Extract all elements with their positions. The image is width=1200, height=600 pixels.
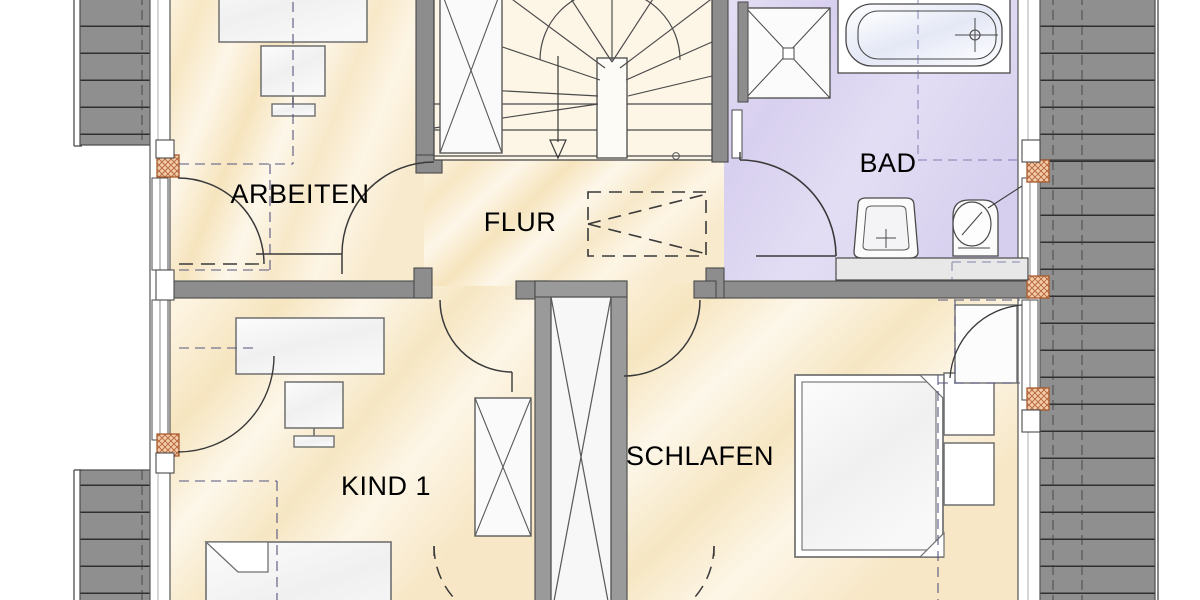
post-bottom-right bbox=[1026, 387, 1050, 411]
doors bbox=[177, 152, 1023, 600]
monitor-stand-kind1 bbox=[293, 435, 335, 448]
door-arc-kind1-left bbox=[177, 355, 275, 453]
wall-arbeiten-stair bbox=[415, 0, 435, 163]
wall-bad-schlafen bbox=[705, 280, 1037, 299]
wall-stair-bad bbox=[711, 0, 729, 163]
room-labels: ARBEITEN FLUR BAD KIND 1 SCHLAFEN bbox=[230, 148, 916, 501]
room-label-flur: FLUR bbox=[484, 207, 557, 237]
wall-kind1-schlafen bbox=[534, 280, 552, 600]
door-arc-kind1 bbox=[439, 299, 513, 373]
monitor-kind1 bbox=[284, 381, 344, 429]
roof-overhang-right bbox=[1019, 159, 1156, 600]
schlafen-furniture bbox=[794, 299, 1020, 600]
desk-kind1 bbox=[235, 317, 385, 375]
wardrobe-arbeiten-top bbox=[439, 0, 503, 154]
shower-tray bbox=[737, 1, 831, 103]
bathroom-fixtures bbox=[731, 0, 1029, 281]
door-arc-arbeiten-left bbox=[177, 177, 265, 265]
post-mid-right bbox=[1026, 275, 1050, 299]
post-top-right bbox=[1026, 159, 1050, 183]
bathtub bbox=[837, 0, 1011, 74]
stair-direction-arrow bbox=[549, 56, 567, 160]
kind1-furniture bbox=[179, 317, 532, 600]
door-arc-bad bbox=[739, 159, 837, 257]
wall-wardrobe-right bbox=[610, 280, 628, 600]
door-arc-schlafen bbox=[623, 299, 701, 377]
attic-hatch bbox=[587, 191, 707, 257]
arbeiten-furniture bbox=[179, 0, 368, 271]
floor-flur bbox=[424, 160, 724, 286]
windows-left bbox=[151, 177, 169, 441]
room-label-kind1: KIND 1 bbox=[341, 471, 431, 501]
room-label-schlafen: SCHLAFEN bbox=[626, 441, 774, 471]
pillow-kind1 bbox=[204, 541, 269, 573]
washbasin bbox=[853, 197, 919, 259]
roof-overhang-top-right bbox=[1019, 0, 1156, 161]
wall-details bbox=[155, 139, 1041, 474]
room-label-bad: BAD bbox=[859, 148, 916, 178]
wardrobe-center bbox=[550, 296, 612, 600]
nightstand-bottom bbox=[943, 442, 995, 506]
wardrobe-kind1 bbox=[474, 397, 532, 537]
bed-mattress bbox=[801, 381, 937, 551]
room-label-arbeiten: ARBEITEN bbox=[230, 179, 369, 209]
door-arc-arbeiten-flur bbox=[341, 161, 435, 255]
door-arc-schlafen-right bbox=[949, 304, 1023, 379]
wall-arbeiten-kind1 bbox=[167, 280, 431, 299]
wardrobe-schlafen bbox=[954, 304, 1018, 384]
interior-walls bbox=[167, 0, 1037, 600]
vanity-counter bbox=[835, 257, 1029, 281]
toilet bbox=[952, 185, 1023, 257]
